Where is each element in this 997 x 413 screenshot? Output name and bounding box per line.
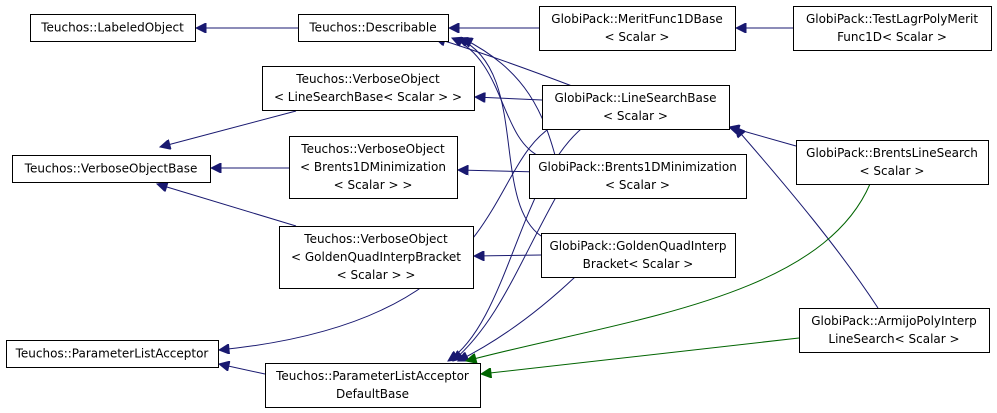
edge-brentsls-to-linesearchbase: [729, 127, 797, 147]
node-label-line: Bracket< Scalar >: [583, 257, 694, 271]
node-label-line: < Scalar >: [860, 164, 925, 178]
node-parameter-list-acceptor-default-base[interactable]: Teuchos::ParameterListAcceptorDefaultBas…: [265, 363, 481, 408]
edge-linesearchbase-to-describable: [435, 38, 573, 87]
node-label-line: Func1D< Scalar >: [837, 30, 947, 44]
node-brents-line-search[interactable]: GlobiPack::BrentsLineSearch< Scalar >: [796, 140, 989, 185]
node-label-line: GlobiPack::Brents1DMinimization: [538, 160, 737, 174]
node-label-line: < Scalar > >: [334, 178, 413, 192]
node-linesearchbase[interactable]: GlobiPack::LineSearchBase< Scalar >: [542, 85, 730, 130]
node-label-line: GlobiPack::ArmijoPolyInterp: [811, 314, 977, 328]
node-label-line: GlobiPack::LineSearchBase: [554, 91, 716, 105]
node-verbose-object-golden[interactable]: Teuchos::VerboseObject< GoldenQuadInterp…: [279, 226, 474, 289]
node-label-line: < Scalar >: [605, 30, 670, 44]
node-label-line: GlobiPack::GoldenQuadInterp: [550, 239, 727, 253]
node-verbose-object-base[interactable]: Teuchos::VerboseObjectBase: [12, 155, 211, 183]
node-describable[interactable]: Teuchos::Describable: [298, 14, 449, 42]
node-label-line: GlobiPack::MeritFunc1DBase: [551, 12, 722, 26]
edge-golden-to-vogolden: [474, 255, 542, 256]
edge-golden-to-describable: [458, 38, 542, 237]
node-label-line: Teuchos::VerboseObject: [295, 72, 440, 86]
edge-volinesearch-to-verboseobjectbase: [160, 110, 297, 147]
node-verbose-object-brents1d[interactable]: Teuchos::VerboseObject< Brents1DMinimiza…: [289, 136, 458, 199]
nodes: Teuchos::LabeledObject Teuchos::Describa…: [6, 6, 992, 408]
edge-armijo-to-linesearchbase: [735, 127, 879, 309]
node-label-line: < Scalar >: [603, 109, 668, 123]
node-label-line: DefaultBase: [336, 387, 409, 401]
node-label-line: Teuchos::VerboseObject: [303, 232, 448, 246]
edge-pladefault-to-pla: [219, 364, 266, 375]
edges: [157, 28, 879, 375]
node-label-line: Teuchos::ParameterListAcceptor: [275, 369, 469, 383]
node-label-line: < Brents1DMinimization: [300, 160, 446, 174]
edge-brents1d-to-pladefault: [453, 189, 561, 361]
edge-vogolden-to-verboseobjectbase: [157, 184, 297, 227]
edge-brents1d-to-vobrents: [458, 170, 540, 172]
node-brents1d-minimization[interactable]: GlobiPack::Brents1DMinimization< Scalar …: [529, 154, 747, 199]
node-label-line: < GoldenQuadInterpBracket: [291, 250, 461, 264]
edge-brentsls-to-pladefault: [466, 183, 871, 361]
edge-armijo-to-pladefault: [481, 337, 800, 374]
node-label-line: Teuchos::VerboseObjectBase: [24, 162, 198, 176]
node-label-line: LineSearch< Scalar >: [828, 332, 959, 346]
node-label-line: Teuchos::Describable: [308, 21, 436, 35]
edge-linesearchbase-to-pladefault: [448, 121, 591, 361]
node-merit-func-1d-base[interactable]: GlobiPack::MeritFunc1DBase< Scalar >: [539, 6, 736, 51]
node-label-line: GlobiPack::BrentsLineSearch: [806, 146, 978, 160]
node-label-line: GlobiPack::TestLagrPolyMerit: [806, 12, 978, 26]
node-labeled-object[interactable]: Teuchos::LabeledObject: [30, 14, 196, 42]
edge-linesearchbase-to-volinesearch: [475, 97, 543, 100]
node-golden-quad-interp-bracket[interactable]: GlobiPack::GoldenQuadInterpBracket< Scal…: [541, 233, 736, 278]
node-label-line: < Scalar > >: [337, 268, 416, 282]
node-verbose-object-linesearchbase[interactable]: Teuchos::VerboseObject< LineSearchBase< …: [262, 66, 475, 111]
node-label-line: Teuchos::LabeledObject: [40, 21, 184, 35]
node-label-line: < LineSearchBase< Scalar > >: [274, 90, 462, 104]
node-label-line: Teuchos::VerboseObject: [300, 142, 445, 156]
node-parameter-list-acceptor[interactable]: Teuchos::ParameterListAcceptor: [6, 340, 219, 368]
node-label-line: < Scalar >: [605, 178, 670, 192]
node-label-line: Teuchos::ParameterListAcceptor: [15, 347, 209, 361]
edge-brentsls-to-describable: [462, 38, 561, 176]
